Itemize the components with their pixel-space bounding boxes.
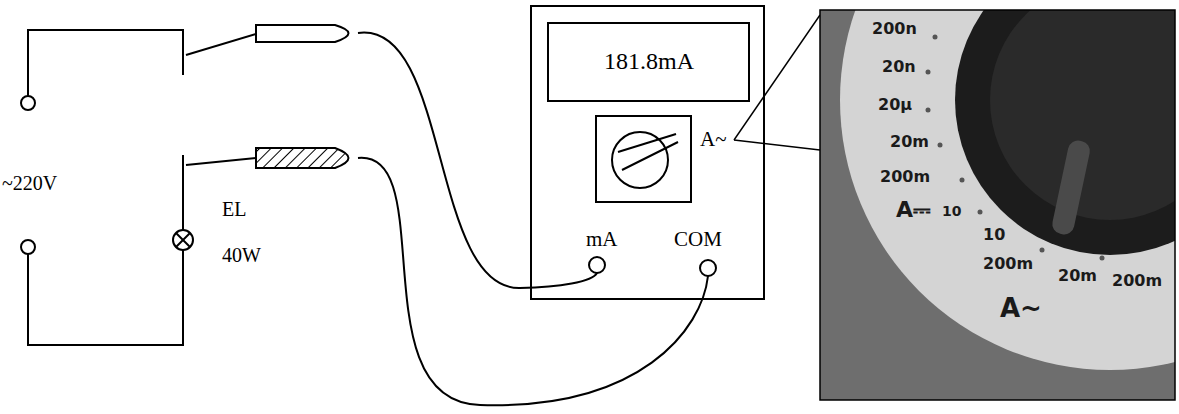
range-symbol: A~ bbox=[700, 127, 727, 151]
rotary-switch: A~ bbox=[595, 115, 692, 203]
range-mark: 200m bbox=[1112, 272, 1162, 290]
display-reading: 181.8mA bbox=[604, 48, 694, 76]
multimeter-body: mA COM 181.8mA A~ bbox=[530, 5, 765, 300]
range-mark: 10 bbox=[942, 203, 961, 219]
range-mark: 20m bbox=[1058, 267, 1097, 285]
dc-current-mark: A⎓ bbox=[896, 197, 931, 222]
range-mark: 200m bbox=[983, 255, 1033, 273]
jack-label: COM bbox=[674, 227, 722, 251]
range-mark: 20n bbox=[882, 58, 916, 76]
range-mark: 10 bbox=[983, 226, 1005, 244]
supply-label: ~220V bbox=[2, 172, 57, 195]
display-window: 181.8mA bbox=[547, 22, 750, 102]
lamp-label: EL bbox=[222, 198, 246, 221]
power-label: 40W bbox=[222, 244, 261, 267]
ac-current-mark: A~ bbox=[1000, 294, 1042, 324]
range-mark: 200n bbox=[872, 20, 917, 38]
range-mark: 20m bbox=[890, 133, 929, 151]
jack-label: mA bbox=[586, 227, 618, 251]
range-mark: 200m bbox=[880, 168, 930, 186]
range-mark: 20μ bbox=[878, 96, 912, 114]
